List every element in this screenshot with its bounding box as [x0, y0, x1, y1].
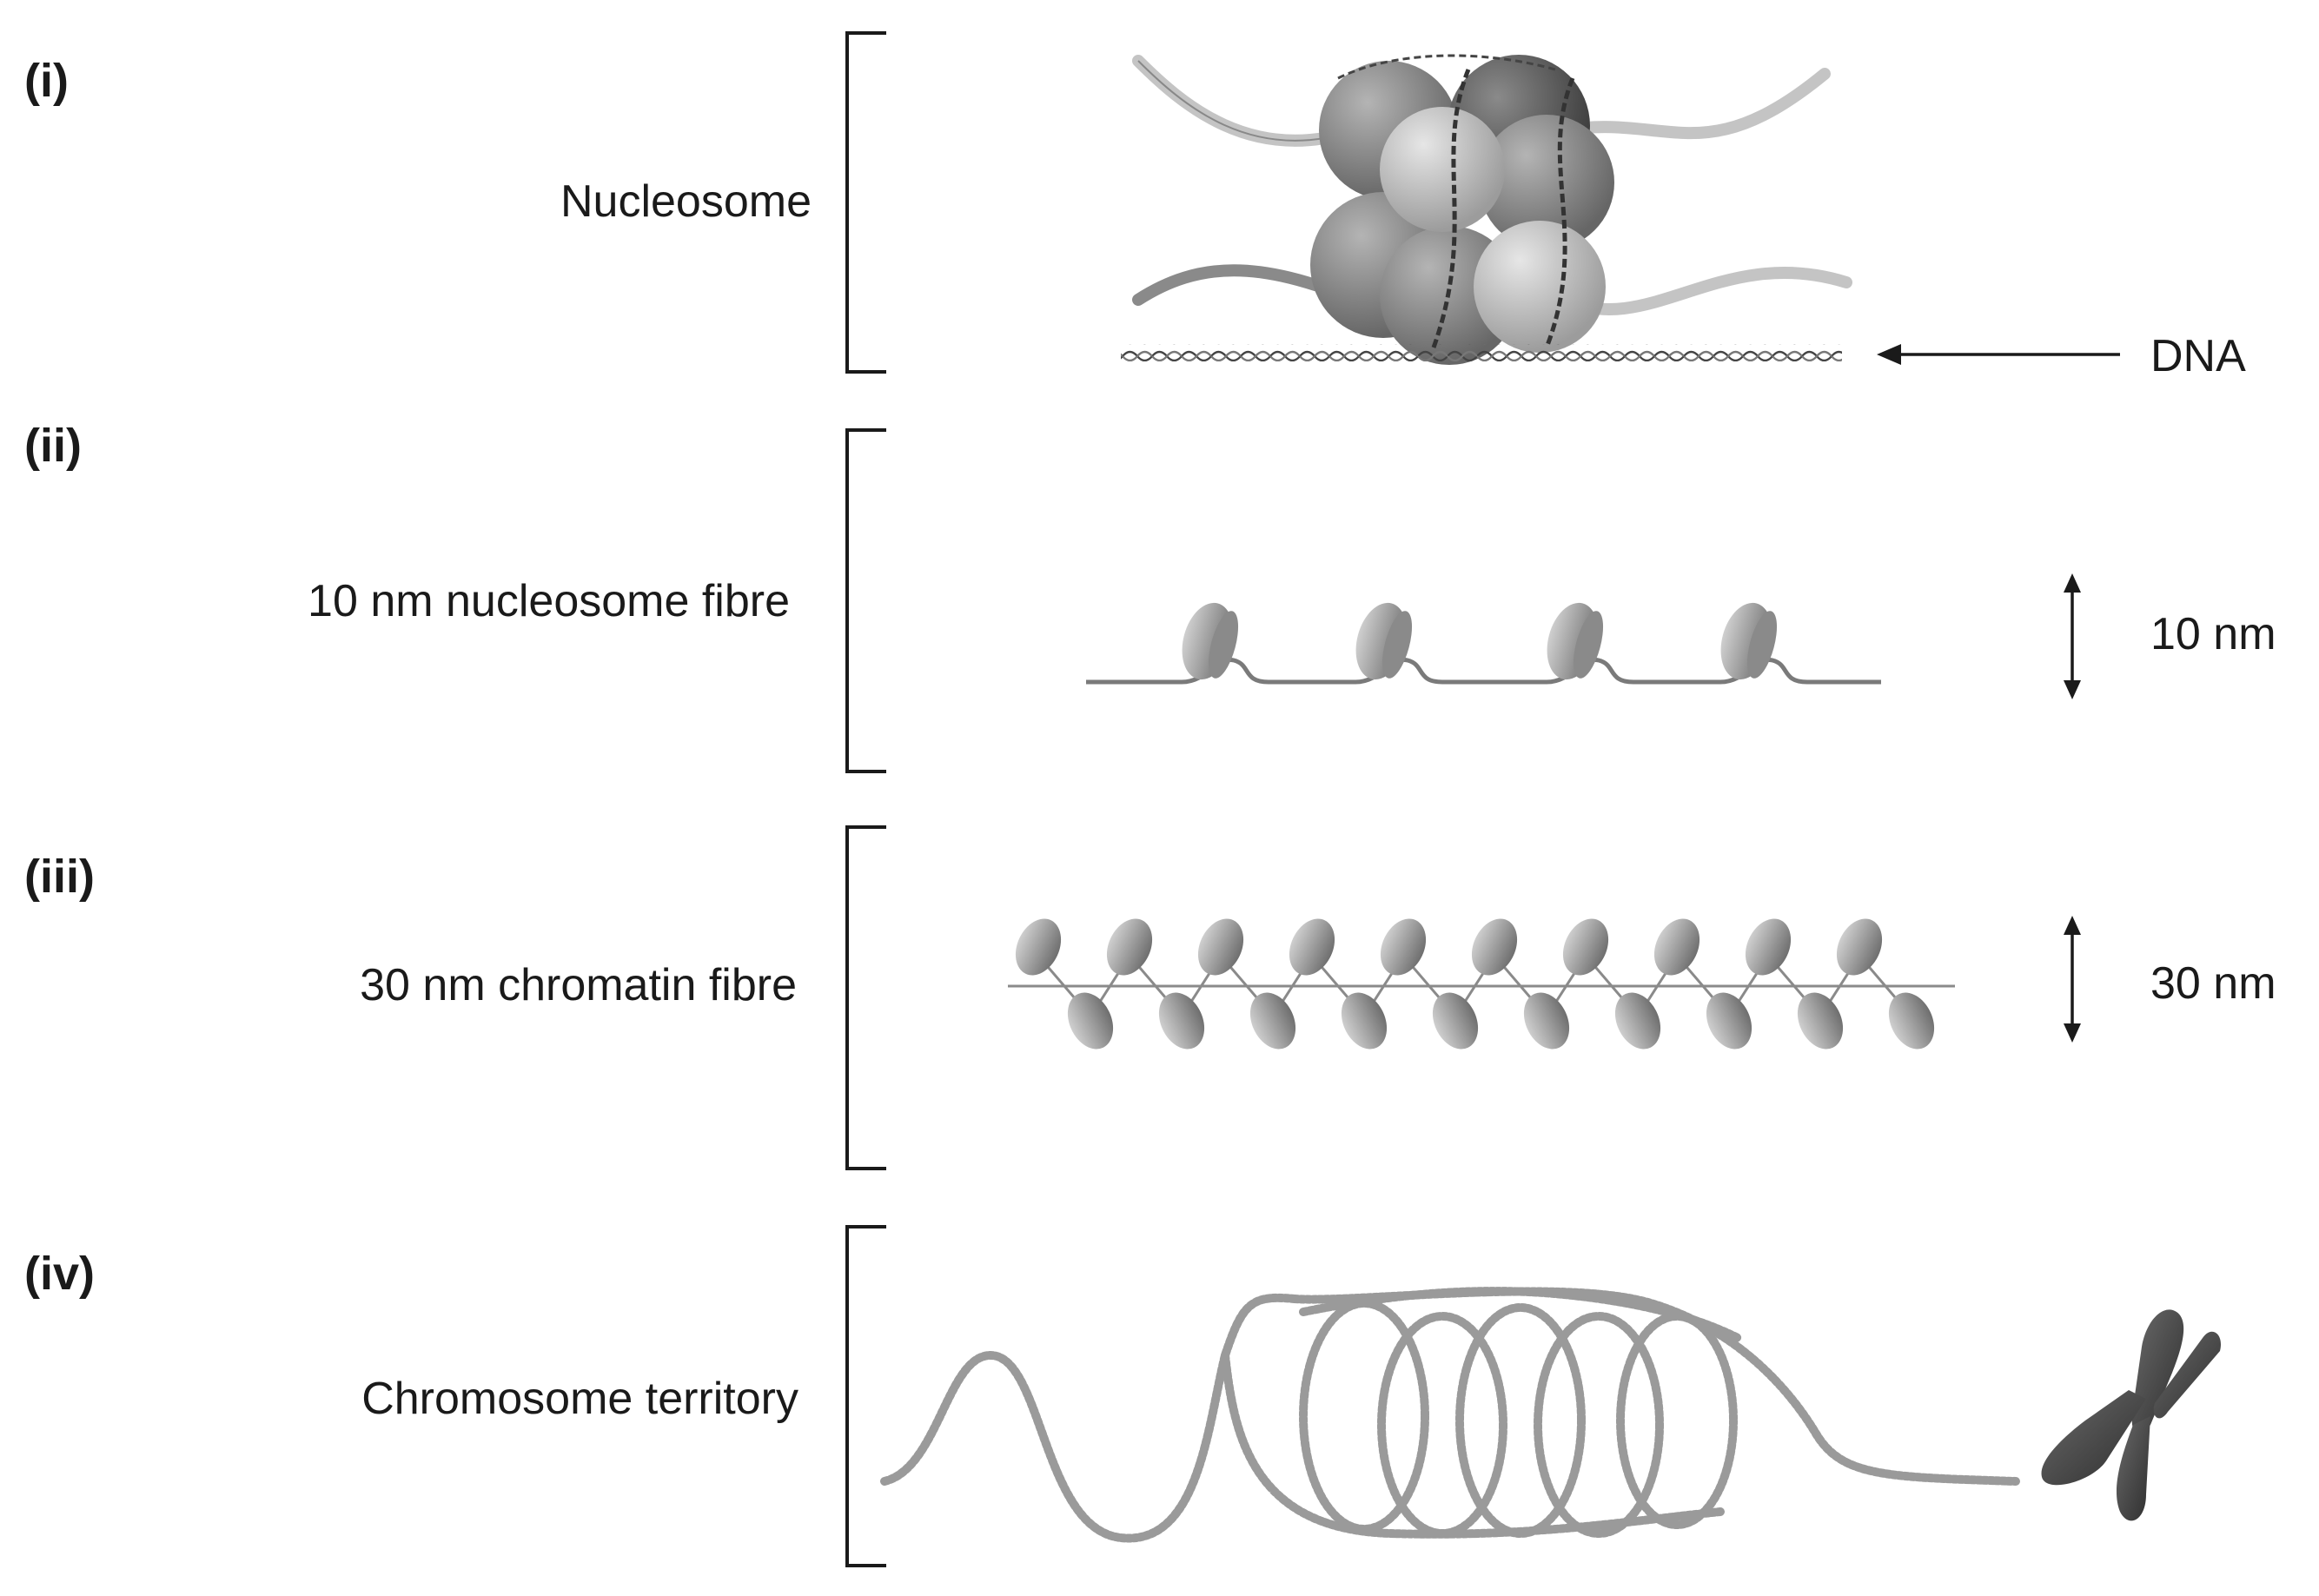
chromatin-loops-illustration [880, 1287, 2020, 1543]
bead-row-upper [1015, 918, 1883, 976]
dim-label-10nm: 10 nm [2150, 609, 2276, 659]
fibre-10nm-illustration [1086, 602, 1881, 685]
nucleosome-bead-1 [1182, 602, 1239, 680]
panel-numeral-ii: (ii) [24, 420, 82, 472]
nucleosome-bead-4 [1720, 602, 1778, 680]
fibre-30nm-illustration [1008, 918, 1955, 1050]
label-chromosome-territory: Chromosome territory [361, 1374, 798, 1424]
label-10nm-fibre: 10 nm nucleosome fibre [308, 576, 790, 626]
bracket-panel-iv [845, 1225, 886, 1567]
nucleosome-bead-2 [1355, 602, 1413, 680]
label-nucleosome: Nucleosome [560, 176, 812, 227]
chromosome-icon [2041, 1309, 2221, 1521]
label-30nm-fibre: 30 nm chromatin fibre [360, 960, 797, 1010]
dim-label-30nm: 30 nm [2150, 958, 2276, 1009]
panel-numeral-i: (i) [24, 55, 69, 107]
dna-label: DNA [2150, 331, 2246, 381]
dna-pointer-arrow [1877, 344, 2120, 365]
nucleosome-illustration [1121, 54, 1852, 365]
panel-numeral-iv: (iv) [24, 1248, 95, 1300]
dimension-arrow-10nm [2064, 573, 2081, 699]
nucleosome-bead-3 [1547, 602, 1604, 680]
panel-numeral-iii: (iii) [24, 851, 95, 903]
bracket-panel-ii [845, 428, 886, 773]
dimension-arrow-30nm [2064, 916, 2081, 1043]
bracket-panel-i [845, 31, 886, 374]
bracket-panel-iii [845, 825, 886, 1170]
bead-row-lower [1067, 992, 1935, 1050]
